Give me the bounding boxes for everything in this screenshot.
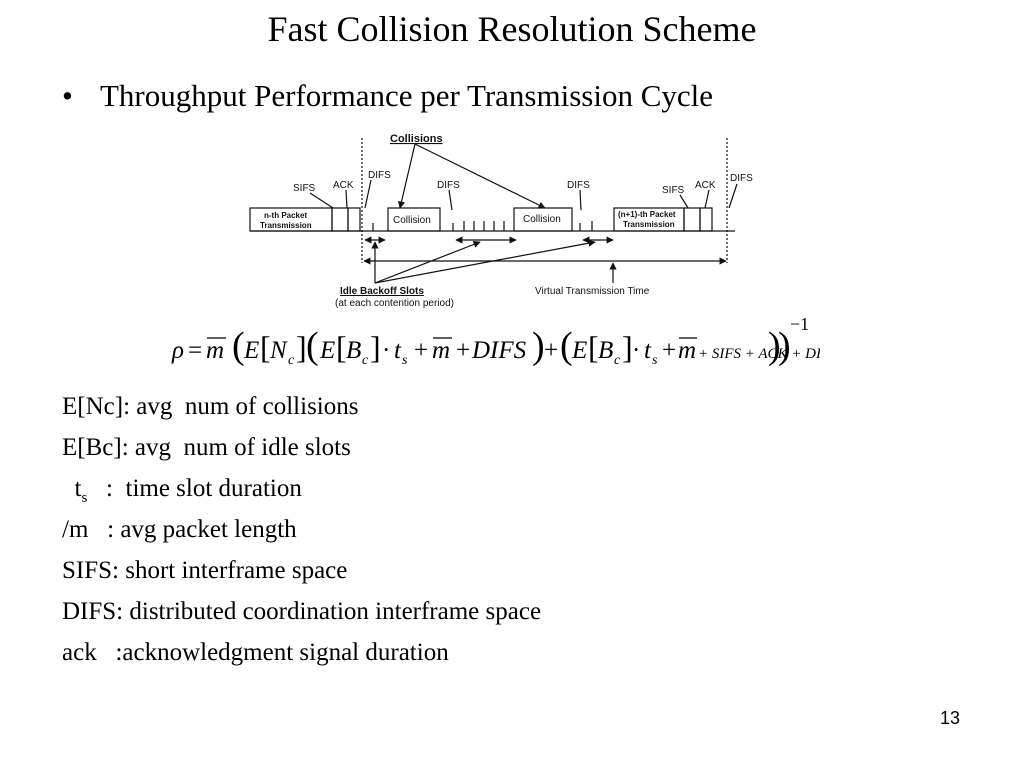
difs-right-label: DIFS	[730, 173, 753, 184]
dot-1: ·	[382, 337, 390, 364]
bracket-close-2: ]	[370, 329, 381, 365]
definition-ts-text: : time slot duration	[87, 475, 302, 502]
difs-mid1-label: DIFS	[437, 180, 460, 191]
ack-right-label: ACK	[695, 180, 716, 191]
dot-2: ·	[632, 337, 640, 364]
paren-open-1: (	[232, 325, 245, 367]
definition-ts: ts : time slot duration	[62, 468, 541, 509]
virtual-time-label: Virtual Transmission Time	[535, 286, 650, 297]
plus-4: +	[662, 337, 676, 364]
plus-2: +	[456, 337, 470, 364]
ack-left-label: ACK	[333, 180, 354, 191]
nth-packet-label-2: Transmission	[260, 221, 312, 230]
mbar-2: m	[432, 337, 450, 364]
sifs-right-label: SIFS	[662, 185, 685, 196]
formula-tail: + SIFS + ACK + DIFS	[698, 346, 820, 362]
paren-open-2: (	[306, 325, 319, 367]
collisions-label: Collisions	[390, 133, 443, 145]
idle-backoff-label: Idle Backoff Slots	[340, 286, 424, 297]
bracket-open-3: [	[588, 329, 599, 365]
bullet-item: • Throughput Performance per Transmission…	[62, 78, 713, 114]
n1-packet-label-2: Transmission	[623, 220, 675, 229]
definition-m: /m : avg packet length	[62, 516, 297, 543]
definition-nc: E[Nc]: avg num of collisions	[62, 393, 359, 420]
E-1: E	[243, 337, 259, 364]
timing-diagram: Collisions SIFS ACK DIFS DIFS DIFS SIFS …	[249, 133, 753, 309]
Bc: B	[346, 337, 361, 364]
Bc-2: B	[598, 337, 613, 364]
Bc-2-sub: c	[614, 353, 621, 368]
exponent-minus-one: −1	[790, 314, 809, 334]
t-1: t	[394, 337, 402, 364]
definition-ack: ack :acknowledgment signal duration	[62, 639, 449, 666]
bracket-open-2: [	[336, 329, 347, 365]
E-3: E	[571, 337, 587, 364]
page-number: 13	[940, 708, 961, 728]
collision-2-label: Collision	[523, 214, 561, 225]
paren-open-3: (	[560, 325, 573, 367]
mbar-1: m	[206, 337, 224, 364]
bullet-dot-icon: •	[62, 78, 73, 113]
sifs-left-label: SIFS	[293, 183, 316, 194]
Bc-sub: c	[362, 353, 369, 368]
t-2-sub: s	[652, 353, 658, 368]
plus-1: +	[414, 337, 428, 364]
sifs-ack-cell	[331, 207, 349, 232]
bullet-text: Throughput Performance per Transmission …	[100, 78, 714, 113]
collision-1-label: Collision	[393, 215, 431, 226]
slide-title: Fast Collision Resolution Scheme	[267, 9, 757, 49]
difs-term: DIFS	[471, 337, 527, 364]
definitions-list: E[Nc]: avg num of collisions E[Bc]: avg …	[62, 386, 541, 673]
nth-packet-label-1: n-th Packet	[264, 211, 307, 220]
difs-mid2-label: DIFS	[567, 180, 590, 191]
E-2: E	[319, 337, 335, 364]
mbar-3: m	[678, 337, 696, 364]
rho-symbol: ρ	[171, 337, 184, 364]
idle-backoff-sub-label: (at each contention period)	[335, 298, 454, 309]
definition-bc: E[Bc]: avg num of idle slots	[62, 434, 351, 461]
ack-cell	[347, 207, 361, 232]
bracket-close-3: ]	[622, 329, 633, 365]
t-2: t	[644, 337, 652, 364]
bracket-close-1: ]	[296, 329, 307, 365]
paren-close-1: )	[778, 325, 791, 367]
definition-ts-symbol: t	[62, 475, 82, 502]
throughput-formula: ρ = m ( E [ N c ] ( E [ B c ] · t s + m …	[171, 314, 820, 368]
bracket-open-1: [	[260, 329, 271, 365]
plus-3: +	[544, 337, 558, 364]
definition-difs: DIFS: distributed coordination interfram…	[62, 598, 542, 625]
paren-close-2: )	[532, 325, 545, 367]
difs-left-label: DIFS	[368, 170, 391, 181]
n1-packet-label-1: (n+1)-th Packet	[618, 210, 676, 219]
Nc-sub: c	[288, 353, 295, 368]
paren-close-3: )	[768, 325, 781, 367]
equals-sign: =	[188, 337, 202, 364]
definition-ts-subscript: s	[81, 490, 88, 506]
t-1-sub: s	[402, 353, 408, 368]
collision-box-1	[387, 207, 441, 232]
Nc: N	[269, 337, 288, 364]
definition-sifs: SIFS: short interframe space	[62, 557, 348, 584]
